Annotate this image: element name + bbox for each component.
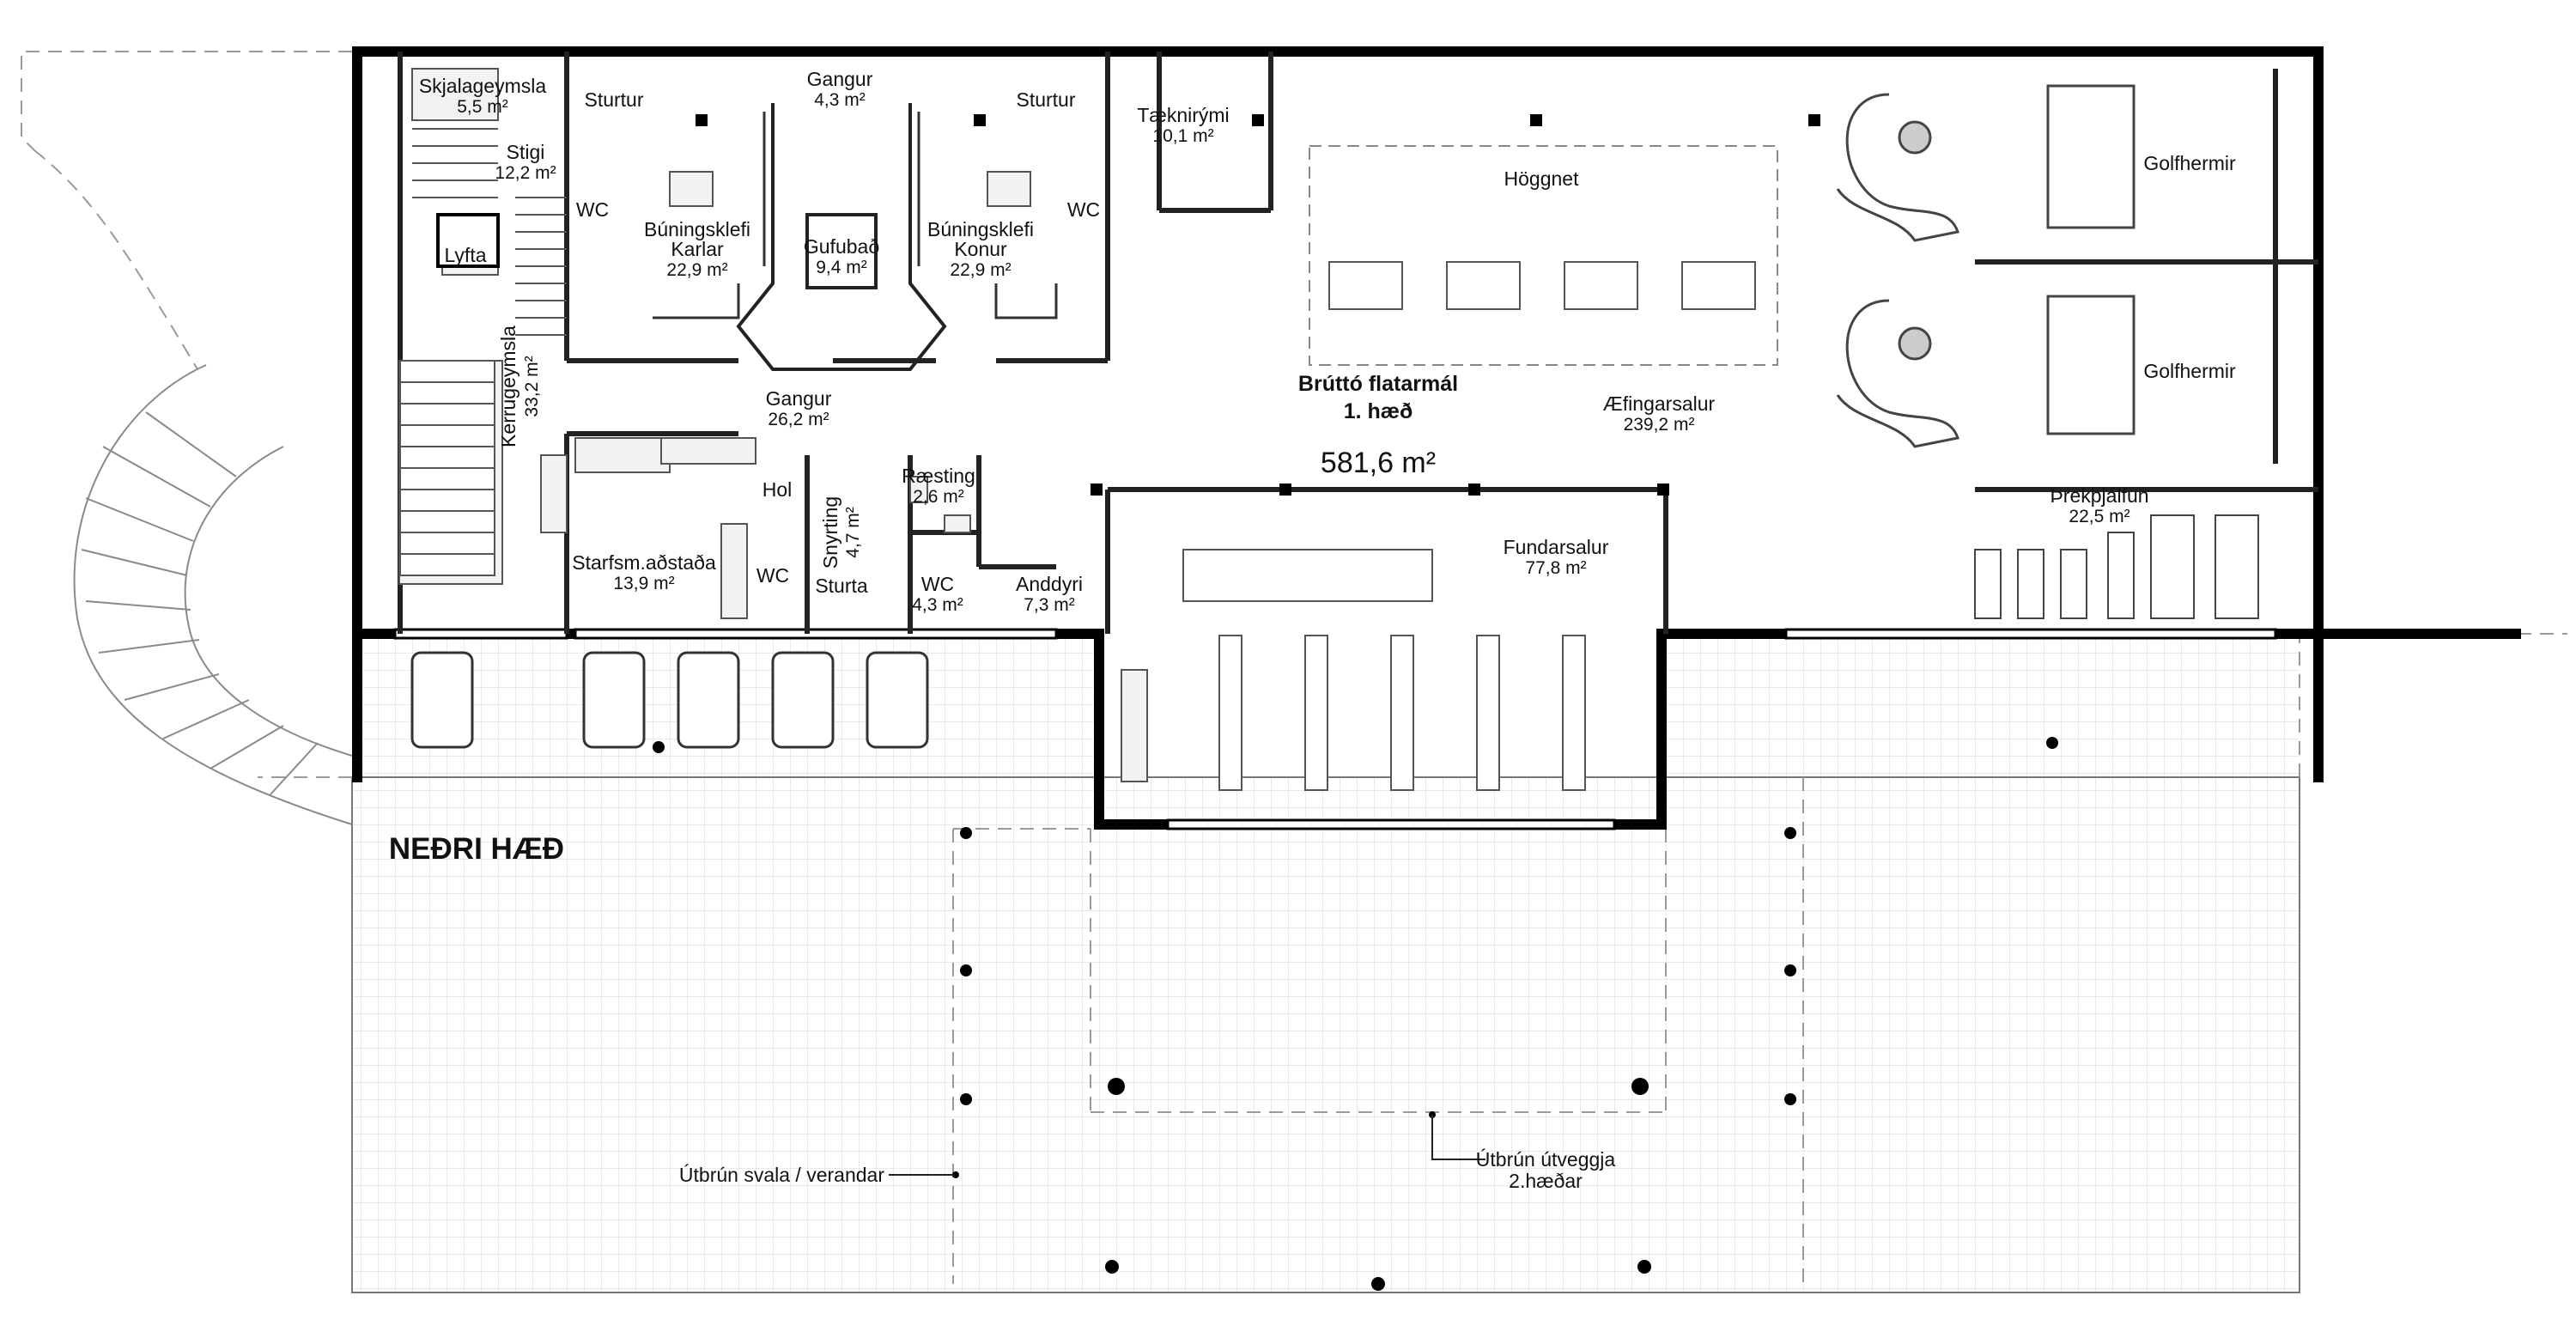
room-taeknirymi: Tæknirými <box>1137 104 1229 126</box>
area-skjalageymsla: 5,5 m² <box>457 97 508 117</box>
floor-label: NEÐRI HÆÐ <box>389 832 564 866</box>
annotation-svala: Útbrún svala / verandar <box>679 1164 884 1186</box>
room-threkthjalfun: Þrekþjálfun <box>2050 484 2148 507</box>
room-skjalageymsla: Skjalageymsla <box>419 75 546 97</box>
room-gangur-mid: Gangur <box>766 387 832 410</box>
cart-racks <box>399 360 495 576</box>
room-wc-mid: WC <box>921 573 954 595</box>
room-buningsklefi-konur: Búningsklefi <box>927 218 1034 240</box>
area-threkthjalfun: 22,5 m² <box>2069 507 2129 526</box>
room-sturta: Sturta <box>815 575 868 597</box>
hitting-nets <box>1309 145 1778 366</box>
room-kerrugeymsla: Kerrugeymsla <box>497 325 519 447</box>
summary-total-area: 581,6 m² <box>1321 447 1436 479</box>
area-taeknirymi: 10,1 m² <box>1152 126 1213 146</box>
area-kerrugeymsla: 33,2 m² <box>522 356 542 417</box>
area-snyrting: 4,7 m² <box>843 507 863 558</box>
room-hol: Hol <box>762 478 793 501</box>
room-starfsm: Starfsm.aðstaða <box>572 551 716 574</box>
room-hoggnet: Höggnet <box>1504 167 1580 190</box>
terrace-grid <box>351 636 2300 1293</box>
area-stigi: 12,2 m² <box>495 163 556 183</box>
room-snyrting: Snyrting <box>819 496 841 569</box>
room-sturtur-konur: Sturtur <box>1016 88 1075 111</box>
room-raesting: Ræsting <box>902 465 975 487</box>
room-stigi: Stigi <box>507 141 545 163</box>
area-gangur-top: 4,3 m² <box>814 90 866 110</box>
area-anddyri: 7,3 m² <box>1024 595 1075 615</box>
room-buningsklefi-karlar-2: Karlar <box>671 238 724 260</box>
area-gangur-mid: 26,2 m² <box>768 410 829 429</box>
stair-core <box>412 128 567 336</box>
area-buningsklefi-karlar: 22,9 m² <box>666 260 727 280</box>
annotation-utveggja-2: 2.hæðar <box>1509 1170 1583 1192</box>
room-wc-karlar: WC <box>576 198 609 221</box>
area-fundarsalur: 77,8 m² <box>1525 558 1586 578</box>
fitness-equipment <box>1974 514 2259 619</box>
room-buningsklefi-konur-2: Konur <box>954 238 1007 260</box>
room-gufubad: Gufubað <box>804 235 879 258</box>
summary-title: Brúttó flatarmál <box>1298 372 1458 396</box>
area-starfsm: 13,9 m² <box>613 574 674 593</box>
room-wc-hol: WC <box>756 564 789 587</box>
room-gangur-top: Gangur <box>807 68 873 90</box>
lockers <box>653 112 1058 319</box>
area-wc-mid: 4,3 m² <box>912 595 963 615</box>
interior-walls <box>398 52 2318 634</box>
room-buningsklefi-karlar: Búningsklefi <box>644 218 750 240</box>
room-golfhermir-2: Golfhermir <box>2143 360 2236 382</box>
room-golfhermir-1: Golfhermir <box>2143 152 2236 174</box>
columns <box>653 114 2058 1291</box>
area-gufubad: 9,4 m² <box>816 258 867 277</box>
meeting-tables <box>1182 549 1586 791</box>
room-wc-konur: WC <box>1067 198 1100 221</box>
area-raesting: 2,6 m² <box>913 487 964 507</box>
area-buningsklefi-konur: 22,9 m² <box>950 260 1011 280</box>
summary-subtitle: 1. hæð <box>1344 399 1413 423</box>
leader-lines <box>889 1115 1485 1176</box>
room-sturtur-karlar: Sturtur <box>584 88 643 111</box>
room-lyfta: Lyfta <box>444 244 486 266</box>
sauna <box>736 103 947 371</box>
golf-simulators <box>1836 84 2136 448</box>
room-aefingarsalur: Æfingarsalur <box>1603 392 1716 415</box>
curved-stair <box>73 364 353 825</box>
golf-carts <box>410 651 929 749</box>
room-anddyri: Anddyri <box>1016 573 1083 595</box>
room-fundarsalur: Fundarsalur <box>1504 536 1609 558</box>
labels: Brúttó flatarmál 1. hæð 581,6 m² NEÐRI H… <box>389 68 2236 1192</box>
area-aefingarsalur: 239,2 m² <box>1624 415 1695 435</box>
annotation-utveggja-1: Útbrún útveggja <box>1476 1148 1616 1171</box>
